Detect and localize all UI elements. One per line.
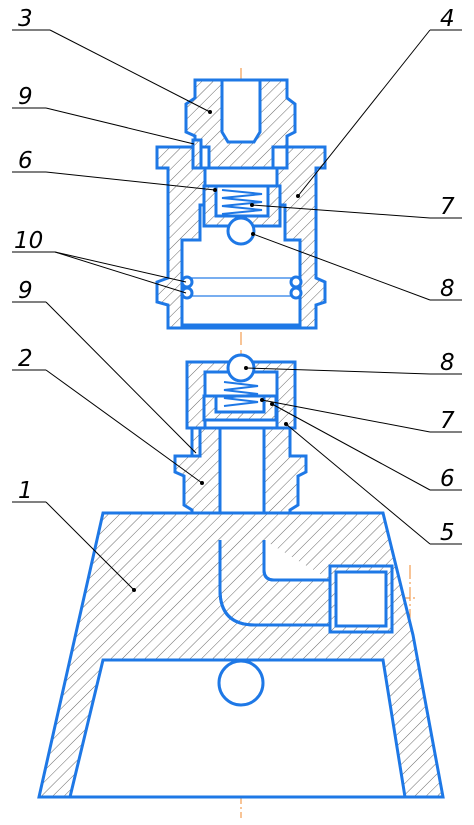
label-6-top: 6	[18, 148, 33, 174]
cap-bore	[220, 78, 262, 144]
label-8-top: 8	[440, 276, 455, 302]
leaders	[12, 29, 462, 592]
spring-part-7-upper	[221, 189, 263, 215]
label-6-bottom: 6	[440, 466, 455, 492]
label-8-bottom: 8	[440, 350, 455, 376]
label-1: 1	[18, 478, 33, 504]
spring-part-7-lower	[223, 381, 259, 407]
orings-part-10	[180, 275, 303, 300]
label-2: 2	[18, 346, 33, 372]
label-7-top: 7	[440, 194, 455, 220]
label-3: 3	[18, 6, 33, 32]
seal-part-9-lower	[190, 426, 202, 458]
upper-assembly	[155, 78, 327, 330]
label-7-bottom: 7	[440, 408, 455, 434]
label-9-top: 9	[18, 84, 33, 110]
ball-part-8-upper	[226, 216, 256, 246]
label-5: 5	[440, 520, 455, 546]
seal-part-9-upper	[191, 138, 203, 170]
part-labels: 3 9 6 10 9 2 1 4 7 8 8 7 6 5	[14, 6, 455, 546]
label-10: 10	[14, 228, 43, 254]
label-4: 4	[440, 6, 455, 32]
base-hole	[217, 659, 265, 707]
base-inner-cavity	[68, 658, 407, 799]
lower-assembly	[37, 353, 445, 799]
label-9-bottom: 9	[18, 278, 33, 304]
